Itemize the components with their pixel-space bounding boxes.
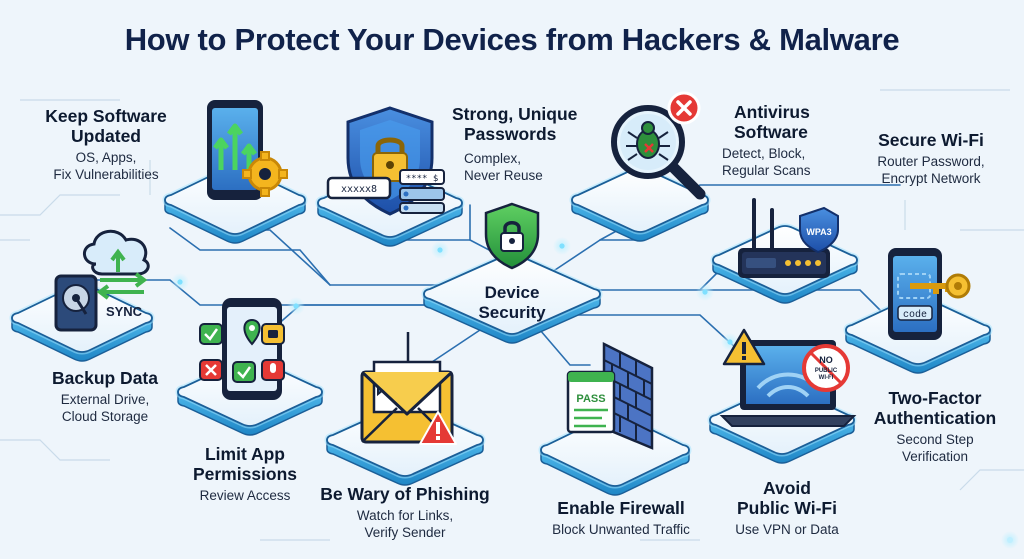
tip-publicwifi: Avoid Public Wi-Fi Use VPN or Data: [712, 478, 862, 538]
tip-phishing-sub-1: Watch for Links,: [356, 508, 454, 523]
center-label-line1: Device: [484, 283, 540, 302]
tip-passwords-sub-1: Complex,: [464, 151, 522, 166]
tip-twofactor-sub-2: Verification: [901, 449, 969, 464]
center-shield-icon: [484, 202, 540, 270]
tip-backup: Backup Data External Drive, Cloud Storag…: [30, 368, 180, 425]
phone-app-grid-icon: [199, 298, 285, 400]
tip-software-sub-2: Fix Vulnerabilities: [53, 167, 159, 182]
tile-antivirus: [569, 165, 711, 242]
tip-publicwifi-sub: Use VPN or Data: [735, 522, 839, 537]
tip-firewall-heading: Enable Firewall: [557, 498, 685, 518]
tip-permissions: Limit App Permissions Review Access: [170, 444, 320, 504]
tip-phishing: Be Wary of Phishing Watch for Links, Ver…: [310, 484, 500, 541]
tip-antivirus-heading-1: Antivirus: [734, 102, 810, 122]
envelope-hook-fish-icon: [360, 332, 457, 445]
tip-antivirus-sub-2: Regular Scans: [722, 163, 811, 178]
tip-software-sub-1: OS, Apps,: [75, 150, 137, 165]
tip-passwords-heading-1: Strong, Unique: [452, 104, 578, 124]
tip-software: Keep Software Updated OS, Apps, Fix Vuln…: [26, 106, 186, 183]
pass-label: PASS: [576, 393, 605, 405]
code-label: code: [903, 309, 927, 321]
tip-backup-sub-1: External Drive,: [60, 392, 150, 407]
tip-antivirus: Antivirus Software Detect, Block, Regula…: [722, 102, 842, 179]
tip-wifi-heading: Secure Wi-Fi: [878, 130, 984, 150]
tip-software-heading-2: Updated: [71, 126, 141, 146]
center-label: Device Security: [462, 283, 562, 323]
tip-backup-heading: Backup Data: [51, 368, 158, 388]
password-field-text-2: **** $: [406, 174, 439, 184]
tip-firewall: Enable Firewall Block Unwanted Traffic: [536, 498, 706, 538]
tip-twofactor-sub-1: Second Step: [896, 432, 974, 447]
wpa3-badge-text: WPA3: [806, 227, 831, 237]
tip-wifi-sub-1: Router Password,: [877, 154, 985, 169]
phone-key-icon: code: [888, 248, 971, 340]
tip-publicwifi-heading-2: Public Wi-Fi: [737, 498, 837, 518]
tip-antivirus-sub-1: Detect, Block,: [722, 146, 806, 161]
router-icon: WPA3: [738, 198, 839, 278]
tip-software-heading-1: Keep Software: [45, 106, 167, 126]
tip-phishing-sub-2: Verify Sender: [364, 525, 446, 540]
password-field-text: xxxxx8: [341, 184, 377, 195]
tip-wifi: Secure Wi-Fi Router Password, Encrypt Ne…: [856, 130, 1006, 187]
magnifier-bug-icon: [611, 91, 706, 200]
tip-twofactor-heading-1: Two-Factor: [888, 388, 982, 408]
tip-passwords: Strong, Unique Passwords Complex, Never …: [452, 104, 592, 184]
tip-twofactor-heading-2: Authentication: [873, 408, 997, 428]
tip-firewall-sub: Block Unwanted Traffic: [552, 522, 690, 537]
no-public-wifi-text-3: WI-FI: [819, 375, 834, 381]
center-label-line2: Security: [478, 303, 546, 322]
tip-passwords-heading-2: Passwords: [464, 124, 557, 144]
tip-passwords-sub-2: Never Reuse: [464, 168, 543, 183]
tip-publicwifi-heading-1: Avoid: [763, 478, 811, 498]
tip-permissions-heading-1: Limit App: [204, 444, 286, 464]
tile-center: [421, 251, 603, 344]
tip-permissions-heading-2: Permissions: [192, 464, 298, 484]
no-public-wifi-text-2: PUBLIC: [815, 368, 838, 374]
no-public-wifi-text-1: NO: [819, 355, 833, 365]
phone-update-gear-icon: [207, 100, 288, 200]
tip-backup-sub-2: Cloud Storage: [61, 409, 149, 424]
sync-label: SYNC: [106, 304, 143, 319]
tip-phishing-heading: Be Wary of Phishing: [320, 484, 490, 504]
background-circuits: [0, 89, 1024, 541]
page-title: How to Protect Your Devices from Hackers…: [124, 22, 900, 57]
brick-wall-icon: PASS: [566, 341, 654, 450]
cloud-sync-drive-icon: SYNC: [54, 229, 150, 332]
laptop-warning-icon: NO PUBLIC WI-FI: [719, 328, 857, 427]
tip-permissions-sub: Review Access: [199, 488, 291, 503]
tip-twofactor: Two-Factor Authentication Second Step Ve…: [850, 388, 1020, 465]
tip-antivirus-heading-2: Software: [734, 122, 808, 142]
shield-lock-icon: xxxxx8 **** $: [326, 106, 445, 216]
tip-wifi-sub-2: Encrypt Network: [881, 171, 981, 186]
